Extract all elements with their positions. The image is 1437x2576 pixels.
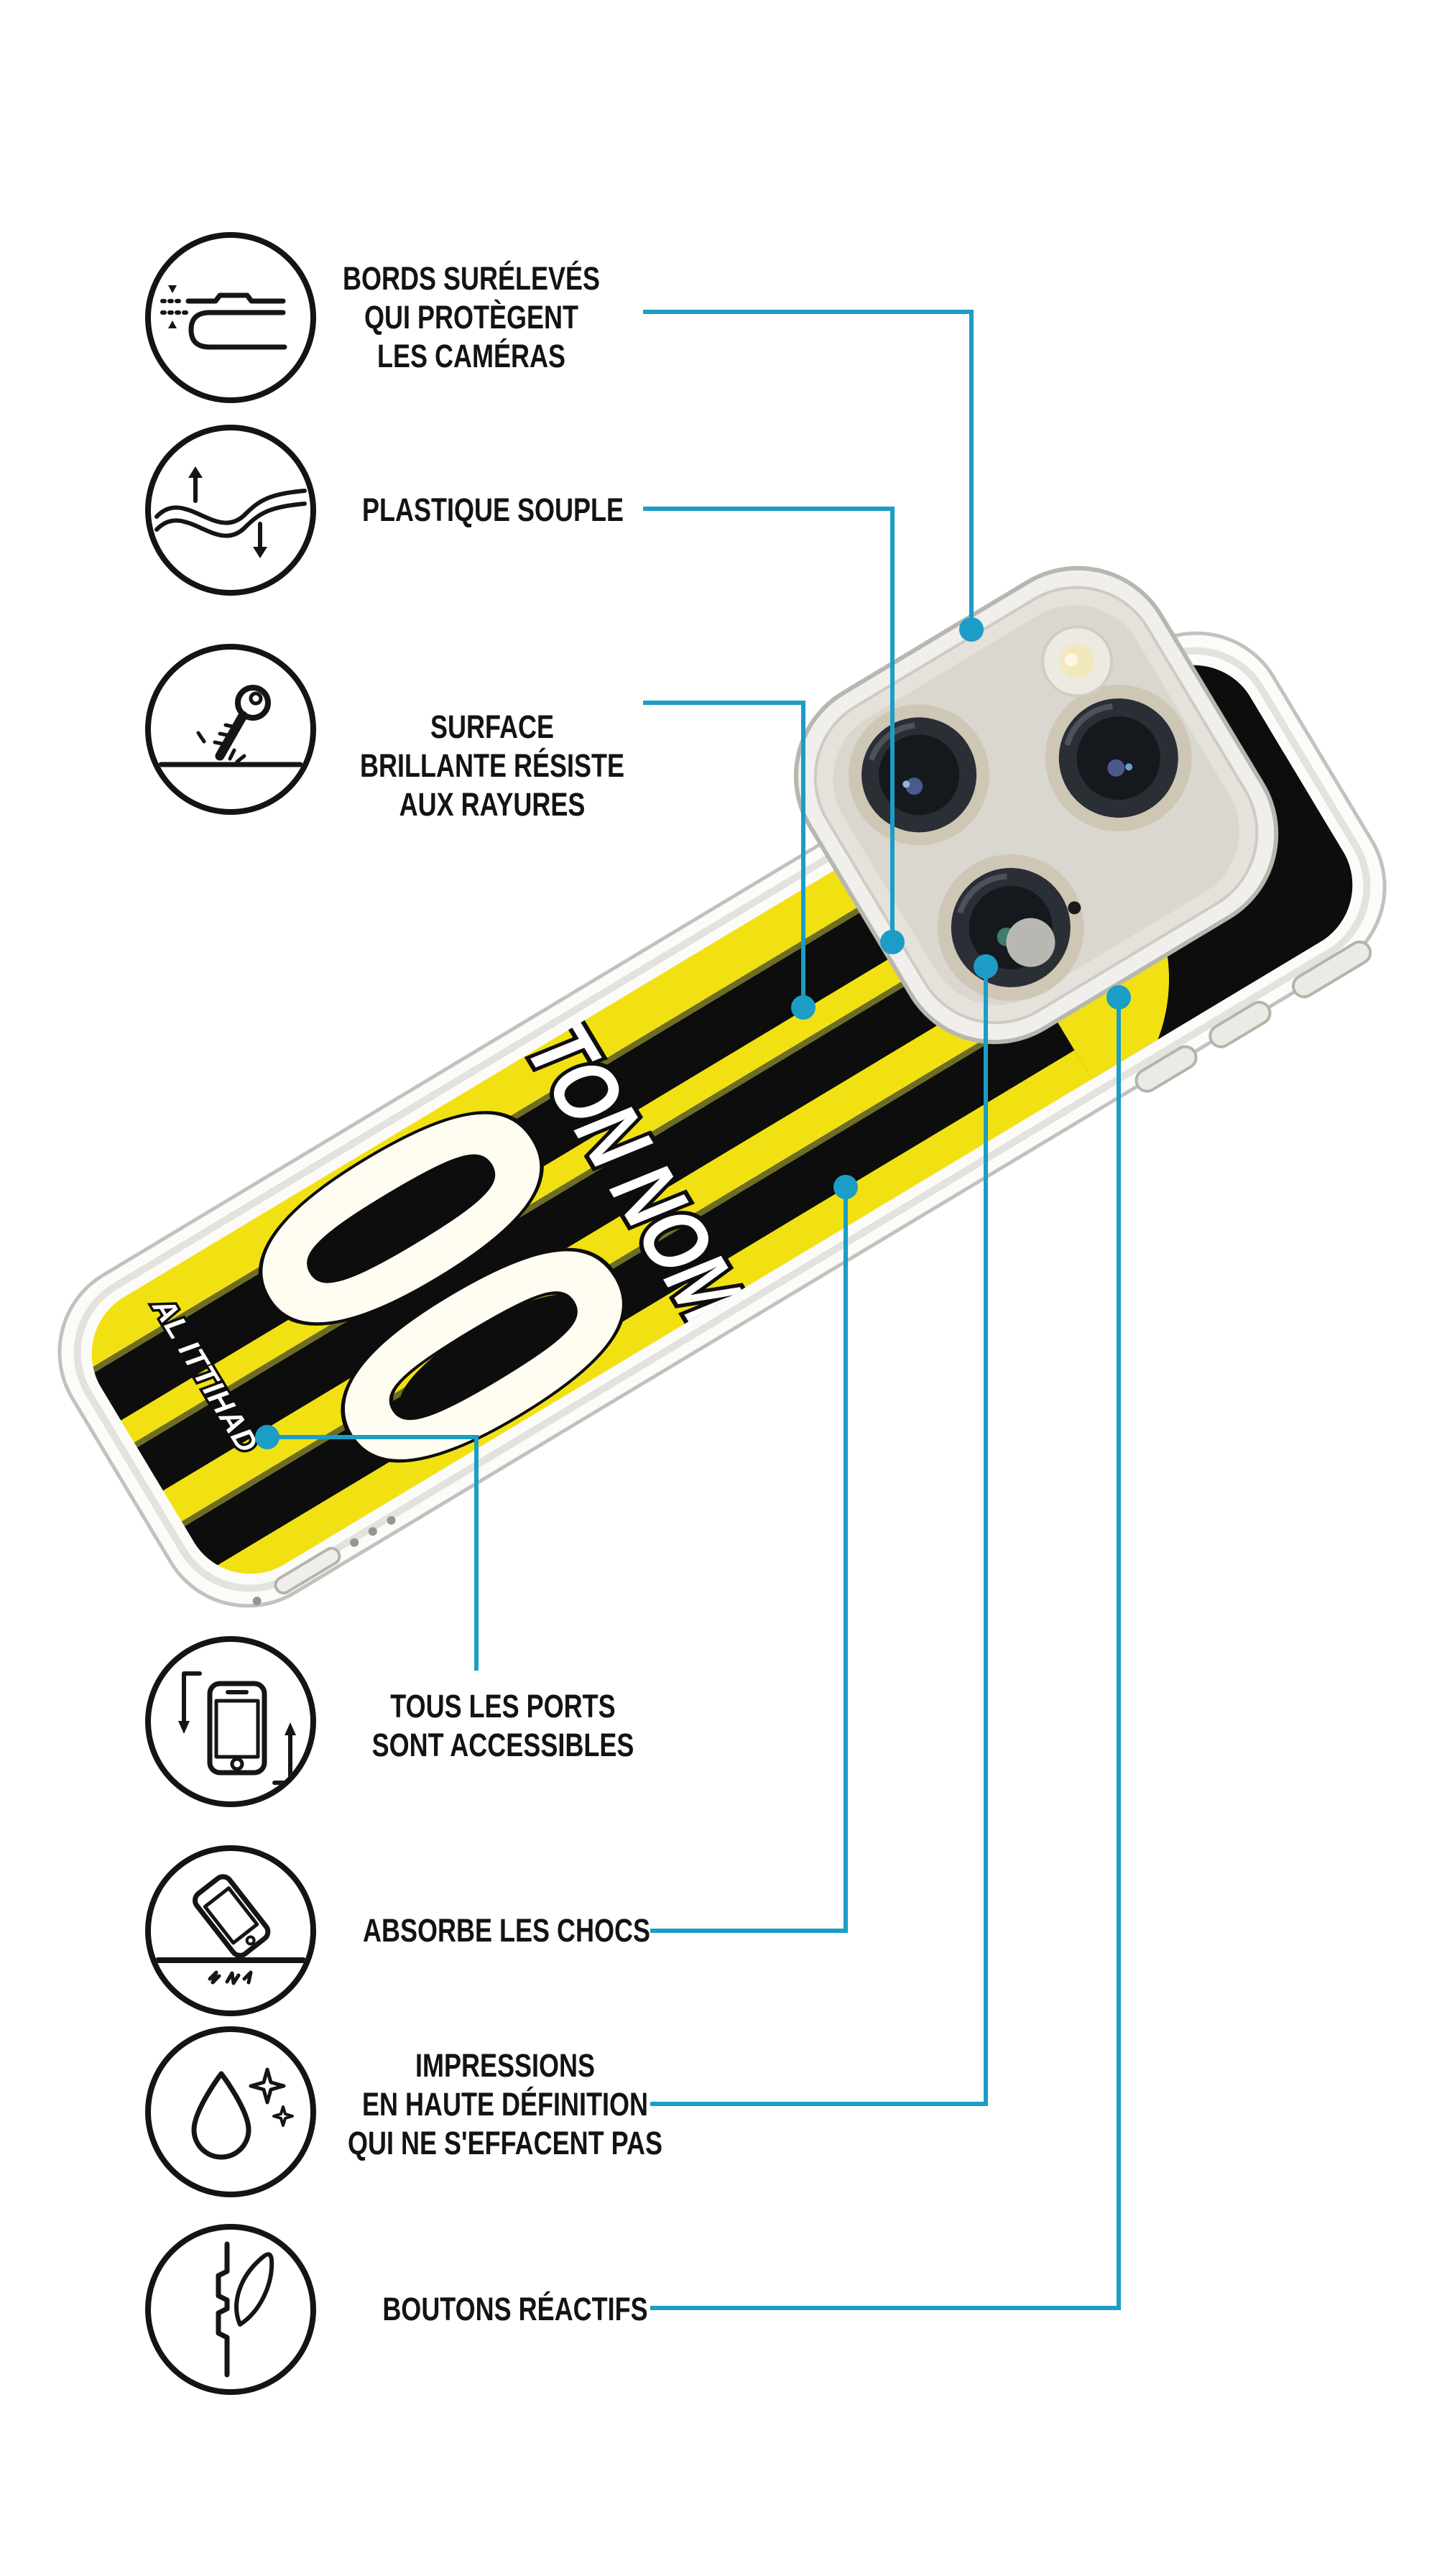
label-line: BRILLANTE RÉSISTE	[359, 747, 625, 784]
callout-lines	[267, 310, 1121, 2310]
callout-dot-hd-print	[974, 954, 998, 979]
key-scratch-icon	[145, 644, 316, 815]
leader-line-scratch-proof	[643, 701, 805, 1007]
side-buttons-icon	[145, 2224, 316, 2395]
volume-up-button	[1135, 1045, 1198, 1093]
callout-dot-shock	[833, 1175, 858, 1199]
leader-line-buttons	[650, 997, 1121, 2310]
camera-flash	[1041, 625, 1114, 698]
side-buttons	[1135, 940, 1372, 1093]
power-button	[1292, 940, 1372, 999]
label-buttons: BOUTONS RÉACTIFS	[343, 2290, 688, 2329]
callout-dot-soft-plastic	[880, 930, 905, 954]
camera-module	[793, 565, 1279, 1045]
label-line: SURFACE	[430, 708, 555, 745]
callout-dot-raised-edges	[959, 617, 984, 642]
label-line: EN HAUTE DÉFINITION	[361, 2086, 648, 2123]
flex-arrows-icon	[145, 425, 316, 596]
label-line: PLASTIQUE SOUPLE	[361, 491, 624, 528]
leader-line-ports	[267, 1435, 479, 1671]
lidar-sensor	[1006, 918, 1055, 967]
label-scratch-proof: SURFACE BRILLANTE RÉSISTE AUX RAYURES	[320, 708, 665, 824]
leader-line-hd-print	[650, 966, 988, 2106]
label-line: SONT ACCESSIBLES	[371, 1727, 634, 1763]
callout-dot-ports	[255, 1425, 279, 1449]
label-line: QUI NE S'EFFACENT PAS	[348, 2125, 662, 2161]
leader-line-shock	[650, 1187, 848, 1933]
volume-down-button	[1209, 1000, 1272, 1048]
label-ports-access: TOUS LES PORTS SONT ACCESSIBLES	[331, 1687, 675, 1765]
label-line: LES CAMÉRAS	[376, 338, 566, 374]
callout-dots	[255, 617, 1131, 1449]
label-line: TOUS LES PORTS	[390, 1688, 616, 1725]
label-line: IMPRESSIONS	[415, 2047, 596, 2084]
port-area	[252, 1515, 396, 1606]
case-inner-rim	[73, 647, 1371, 1592]
callout-dot-buttons	[1106, 985, 1131, 1010]
label-hd-print: IMPRESSIONS EN HAUTE DÉFINITION QUI NE S…	[333, 2046, 678, 2163]
label-raised-edges: BORDS SURÉLEVÉS QUI PROTÈGENT LES CAMÉRA…	[299, 259, 644, 376]
label-line: BOUTONS RÉACTIFS	[382, 2291, 648, 2327]
label-line: QUI PROTÈGENT	[364, 299, 579, 336]
shock-impact-icon	[145, 1845, 316, 2016]
label-soft-plastic: PLASTIQUE SOUPLE	[320, 491, 665, 530]
droplet-shine-icon	[145, 2026, 316, 2197]
callout-dot-scratch-proof	[791, 995, 815, 1020]
label-line: AUX RAYURES	[399, 786, 586, 823]
label-line: ABSORBE LES CHOCS	[362, 1912, 651, 1949]
label-line: BORDS SURÉLEVÉS	[342, 260, 601, 297]
leader-line-raised-edges	[643, 310, 974, 629]
camera-lens	[1045, 684, 1192, 831]
leader-line-soft-plastic	[643, 507, 895, 942]
rotate-phone-icon	[145, 1636, 316, 1807]
label-shock-absorb: ABSORBE LES CHOCS	[334, 1911, 679, 1950]
microphone-dot	[1068, 901, 1081, 915]
camera-edge-icon	[145, 232, 316, 403]
